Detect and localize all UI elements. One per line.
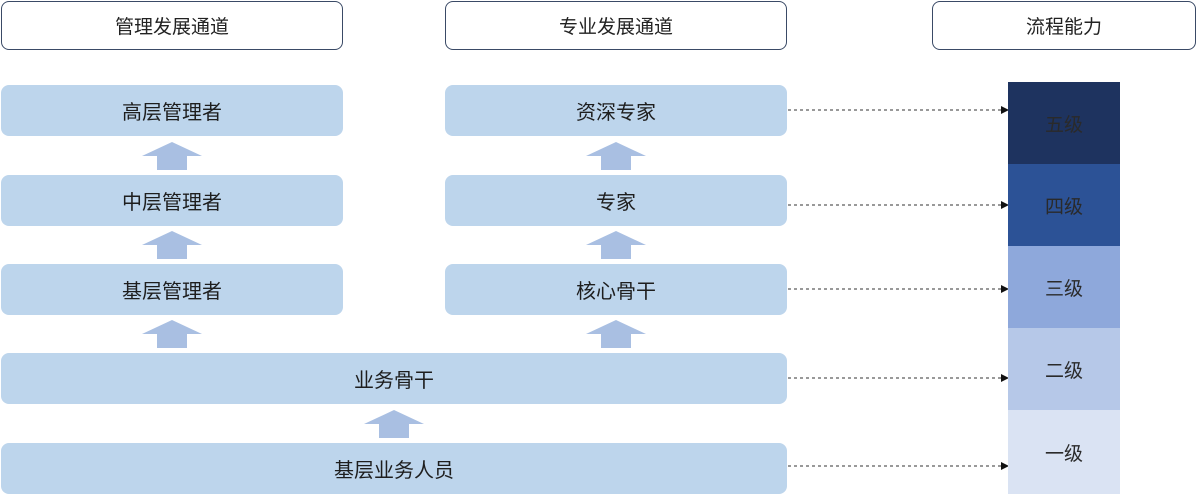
box-core-backbone: 核心骨干 (445, 264, 787, 315)
level-one: 一级 (1008, 410, 1120, 494)
box-frontline-staff: 基层业务人员 (1, 443, 787, 494)
level-five: 五级 (1008, 82, 1120, 164)
box-label: 中层管理者 (122, 190, 222, 214)
header-process-label: 流程能力 (1025, 16, 1102, 38)
box-junior-manager: 基层管理者 (1, 264, 343, 315)
level-label: 二级 (1044, 359, 1083, 382)
box-senior-manager: 高层管理者 (1, 85, 343, 136)
up-arrow-icon (586, 231, 646, 259)
level-label: 五级 (1044, 113, 1083, 136)
up-arrow-icon (142, 231, 202, 259)
box-label: 资深专家 (576, 100, 656, 124)
header-process-capability: 流程能力 (932, 1, 1196, 50)
level-four: 四级 (1008, 164, 1120, 246)
header-professional-label: 专业发展通道 (558, 16, 673, 38)
box-label: 高层管理者 (122, 100, 222, 124)
box-label: 基层业务人员 (334, 458, 454, 482)
level-three: 三级 (1008, 246, 1120, 328)
level-two: 二级 (1008, 328, 1120, 410)
box-label: 专家 (596, 190, 636, 214)
up-arrow-icon (142, 142, 202, 170)
level-label: 四级 (1044, 195, 1083, 218)
box-expert: 专家 (445, 175, 787, 226)
level-label: 一级 (1044, 442, 1083, 465)
box-label: 核心骨干 (576, 279, 656, 303)
box-senior-expert: 资深专家 (445, 85, 787, 136)
header-management-track: 管理发展通道 (1, 1, 343, 50)
level-label: 三级 (1044, 277, 1083, 300)
up-arrow-icon (364, 410, 424, 438)
header-professional-track: 专业发展通道 (445, 1, 787, 50)
header-management-label: 管理发展通道 (114, 16, 229, 38)
box-business-backbone: 业务骨干 (1, 353, 787, 404)
box-middle-manager: 中层管理者 (1, 175, 343, 226)
box-label: 业务骨干 (354, 368, 434, 392)
up-arrow-icon (142, 320, 202, 348)
box-label: 基层管理者 (122, 279, 222, 303)
up-arrow-icon (586, 320, 646, 348)
up-arrow-icon (586, 142, 646, 170)
